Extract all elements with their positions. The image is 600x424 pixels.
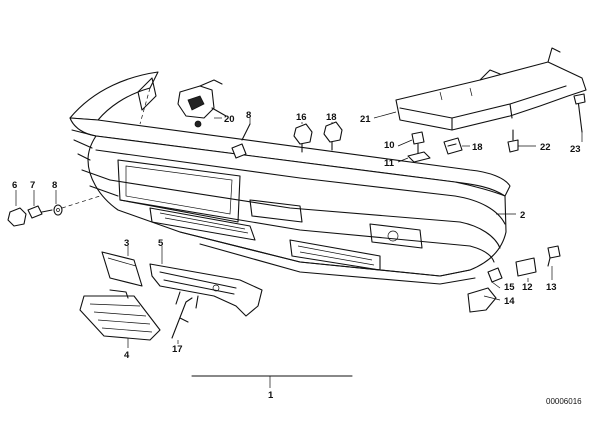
bolt-13: [547, 245, 561, 267]
screw-7: [27, 205, 53, 219]
clip-10: [411, 131, 425, 155]
sensor-bracket: [177, 79, 227, 128]
document-number: 00006016: [546, 397, 582, 406]
washer-8: [53, 204, 63, 216]
callout-4: 4: [124, 350, 130, 361]
callout-10: 10: [384, 140, 395, 151]
callout-22: 22: [540, 142, 551, 153]
bracket-5: [149, 263, 263, 317]
callout-21: 21: [360, 114, 371, 125]
bracket-12: [515, 257, 537, 277]
cover-3: [101, 251, 143, 287]
clip-15: [487, 267, 503, 283]
callout-13: 13: [546, 282, 557, 293]
callout-labels: 1 2 3 4 5 6 7 8 8 10 11 12 13 14 15 16 1…: [12, 110, 581, 401]
tow-cover-14: [467, 287, 497, 313]
grille-4: [79, 289, 161, 341]
clip-11: [407, 151, 431, 163]
bolt-23: [573, 93, 586, 133]
clip-16: [293, 123, 313, 153]
callout-11: 11: [384, 158, 395, 169]
callout-7: 7: [30, 180, 35, 191]
clip-18-top: [323, 121, 343, 151]
hook-17: [171, 297, 193, 339]
callout-15: 15: [504, 282, 515, 293]
bumper-cover: [69, 71, 511, 285]
plug-6: [7, 207, 27, 227]
callout-8-top: 8: [246, 110, 251, 121]
callout-14: 14: [504, 296, 515, 307]
callout-5: 5: [158, 238, 164, 249]
callout-6: 6: [12, 180, 17, 191]
callout-3: 3: [124, 238, 129, 249]
callout-20: 20: [224, 114, 235, 125]
callout-17: 17: [172, 344, 183, 355]
callout-18-top: 18: [326, 112, 337, 123]
support-bracket-21: [395, 47, 587, 131]
callout-1: 1: [268, 390, 274, 401]
screw-22: [507, 129, 519, 153]
callout-2: 2: [520, 210, 525, 221]
callout-16: 16: [296, 112, 307, 123]
callout-18-right: 18: [472, 142, 483, 153]
rivet-9: [231, 123, 251, 159]
callout-12: 12: [522, 282, 533, 293]
leader-lines: [15, 111, 583, 388]
callout-23: 23: [570, 144, 581, 155]
callout-8-left: 8: [52, 180, 57, 191]
clip-18-right: [443, 137, 463, 155]
